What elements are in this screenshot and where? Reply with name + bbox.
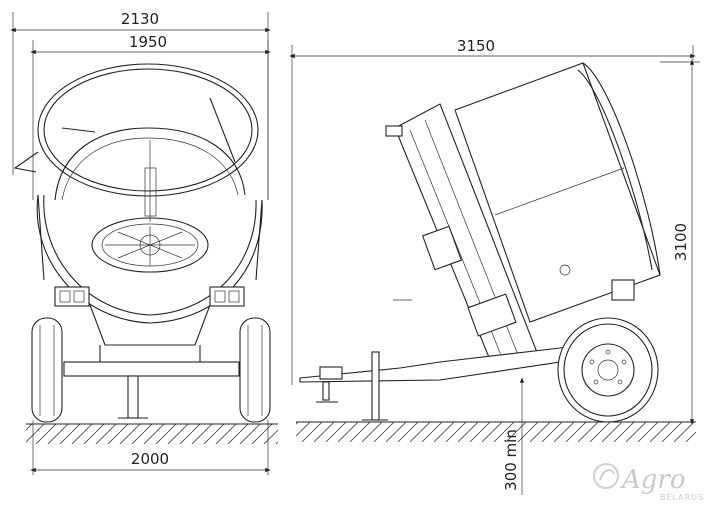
chassis-front — [63, 304, 240, 419]
dim-ground-clearance: 300 min — [502, 377, 525, 495]
drum-side — [454, 62, 661, 323]
side-view: 3150 — [289, 37, 700, 495]
drum-front — [13, 63, 263, 324]
label-2130: 2130 — [121, 10, 159, 28]
wheel-side — [557, 317, 659, 423]
label-3150: 3150 — [457, 37, 495, 55]
frame-side — [385, 103, 541, 373]
dim-front-drum: 1950 — [30, 33, 271, 200]
dim-side-height: 3100 — [660, 59, 700, 425]
ground-front — [26, 424, 278, 444]
dim-front-track: 2000 — [30, 420, 271, 475]
front-view: 2130 1950 — [10, 10, 278, 475]
label-2000: 2000 — [131, 450, 169, 468]
lamps-front — [54, 286, 245, 307]
ground-side — [296, 422, 696, 442]
watermark-logo: Agro BELARUS — [593, 463, 704, 502]
drawbar-side — [299, 279, 635, 421]
label-300-min: 300 min — [502, 429, 520, 491]
wheels-front — [31, 317, 271, 423]
watermark-brand: Agro — [620, 465, 686, 495]
label-3100: 3100 — [672, 223, 690, 261]
label-1950: 1950 — [129, 33, 167, 51]
watermark-sub: BELARUS — [660, 493, 704, 502]
dim-side-length: 3150 — [289, 37, 696, 385]
